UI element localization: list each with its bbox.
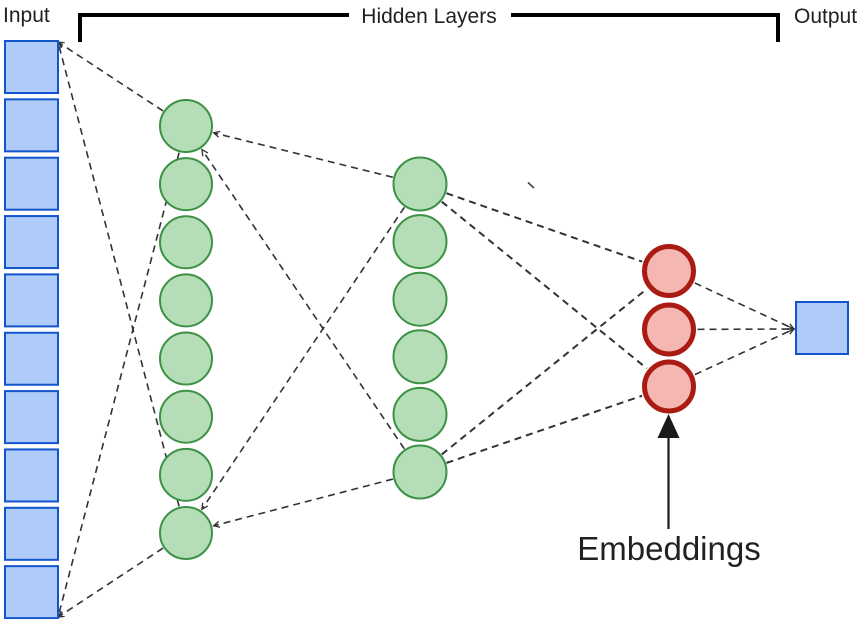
hidden-layer-1-node [159, 505, 213, 560]
hidden-layer-1-node [159, 447, 213, 502]
input-node [4, 156, 59, 211]
input-label: Input [3, 4, 50, 27]
nodes [4, 40, 849, 619]
connection-line [694, 282, 794, 329]
connections [58, 42, 794, 617]
connection-line [446, 192, 643, 263]
hidden-layer-1-node [159, 157, 213, 212]
input-node [4, 273, 59, 328]
embeddings-pointer-arrow [657, 414, 680, 529]
input-node [4, 448, 59, 503]
hidden-layer-1-node [159, 273, 213, 328]
connection-line [214, 478, 394, 526]
connection-line [58, 547, 164, 617]
bracket-label-mask [349, 1, 511, 29]
input-node [4, 40, 59, 94]
connection-line [446, 394, 643, 464]
connection-line [441, 200, 648, 370]
connection-line [441, 288, 648, 456]
embedding-node [642, 359, 696, 414]
input-node [4, 215, 59, 270]
input-node [4, 390, 59, 445]
connection-line [694, 329, 794, 376]
hidden-layer-2-node [392, 444, 448, 500]
hidden-layer-2-node [392, 329, 448, 385]
hidden-layer-1-node [159, 99, 213, 153]
connection-line [58, 42, 180, 507]
hidden-layer-2-node [392, 214, 448, 270]
connection-line [202, 150, 405, 450]
input-node [4, 331, 59, 386]
input-node [4, 506, 59, 561]
hidden-layers-label: Hidden Layers [361, 5, 496, 28]
output-node [795, 301, 849, 355]
connection-line [202, 206, 406, 509]
arrow-head-icon [657, 414, 680, 438]
hidden-layer-2-node [392, 156, 448, 212]
connection-line [214, 133, 394, 179]
hidden-layer-2-node [392, 271, 448, 327]
hidden-layer-1-node [159, 389, 213, 444]
connection-line [58, 152, 180, 618]
output-label: Output [794, 5, 857, 28]
embeddings-label: Embeddings [577, 530, 760, 567]
input-node [4, 98, 59, 153]
embedding-node [642, 244, 696, 298]
embedding-node [642, 302, 696, 357]
hidden-layer-1-node [159, 215, 213, 270]
stray-mark [527, 181, 535, 189]
connection-line [58, 42, 164, 112]
input-node [4, 565, 59, 619]
hidden-layer-2-node [392, 386, 448, 442]
hidden-layer-1-node [159, 331, 213, 386]
